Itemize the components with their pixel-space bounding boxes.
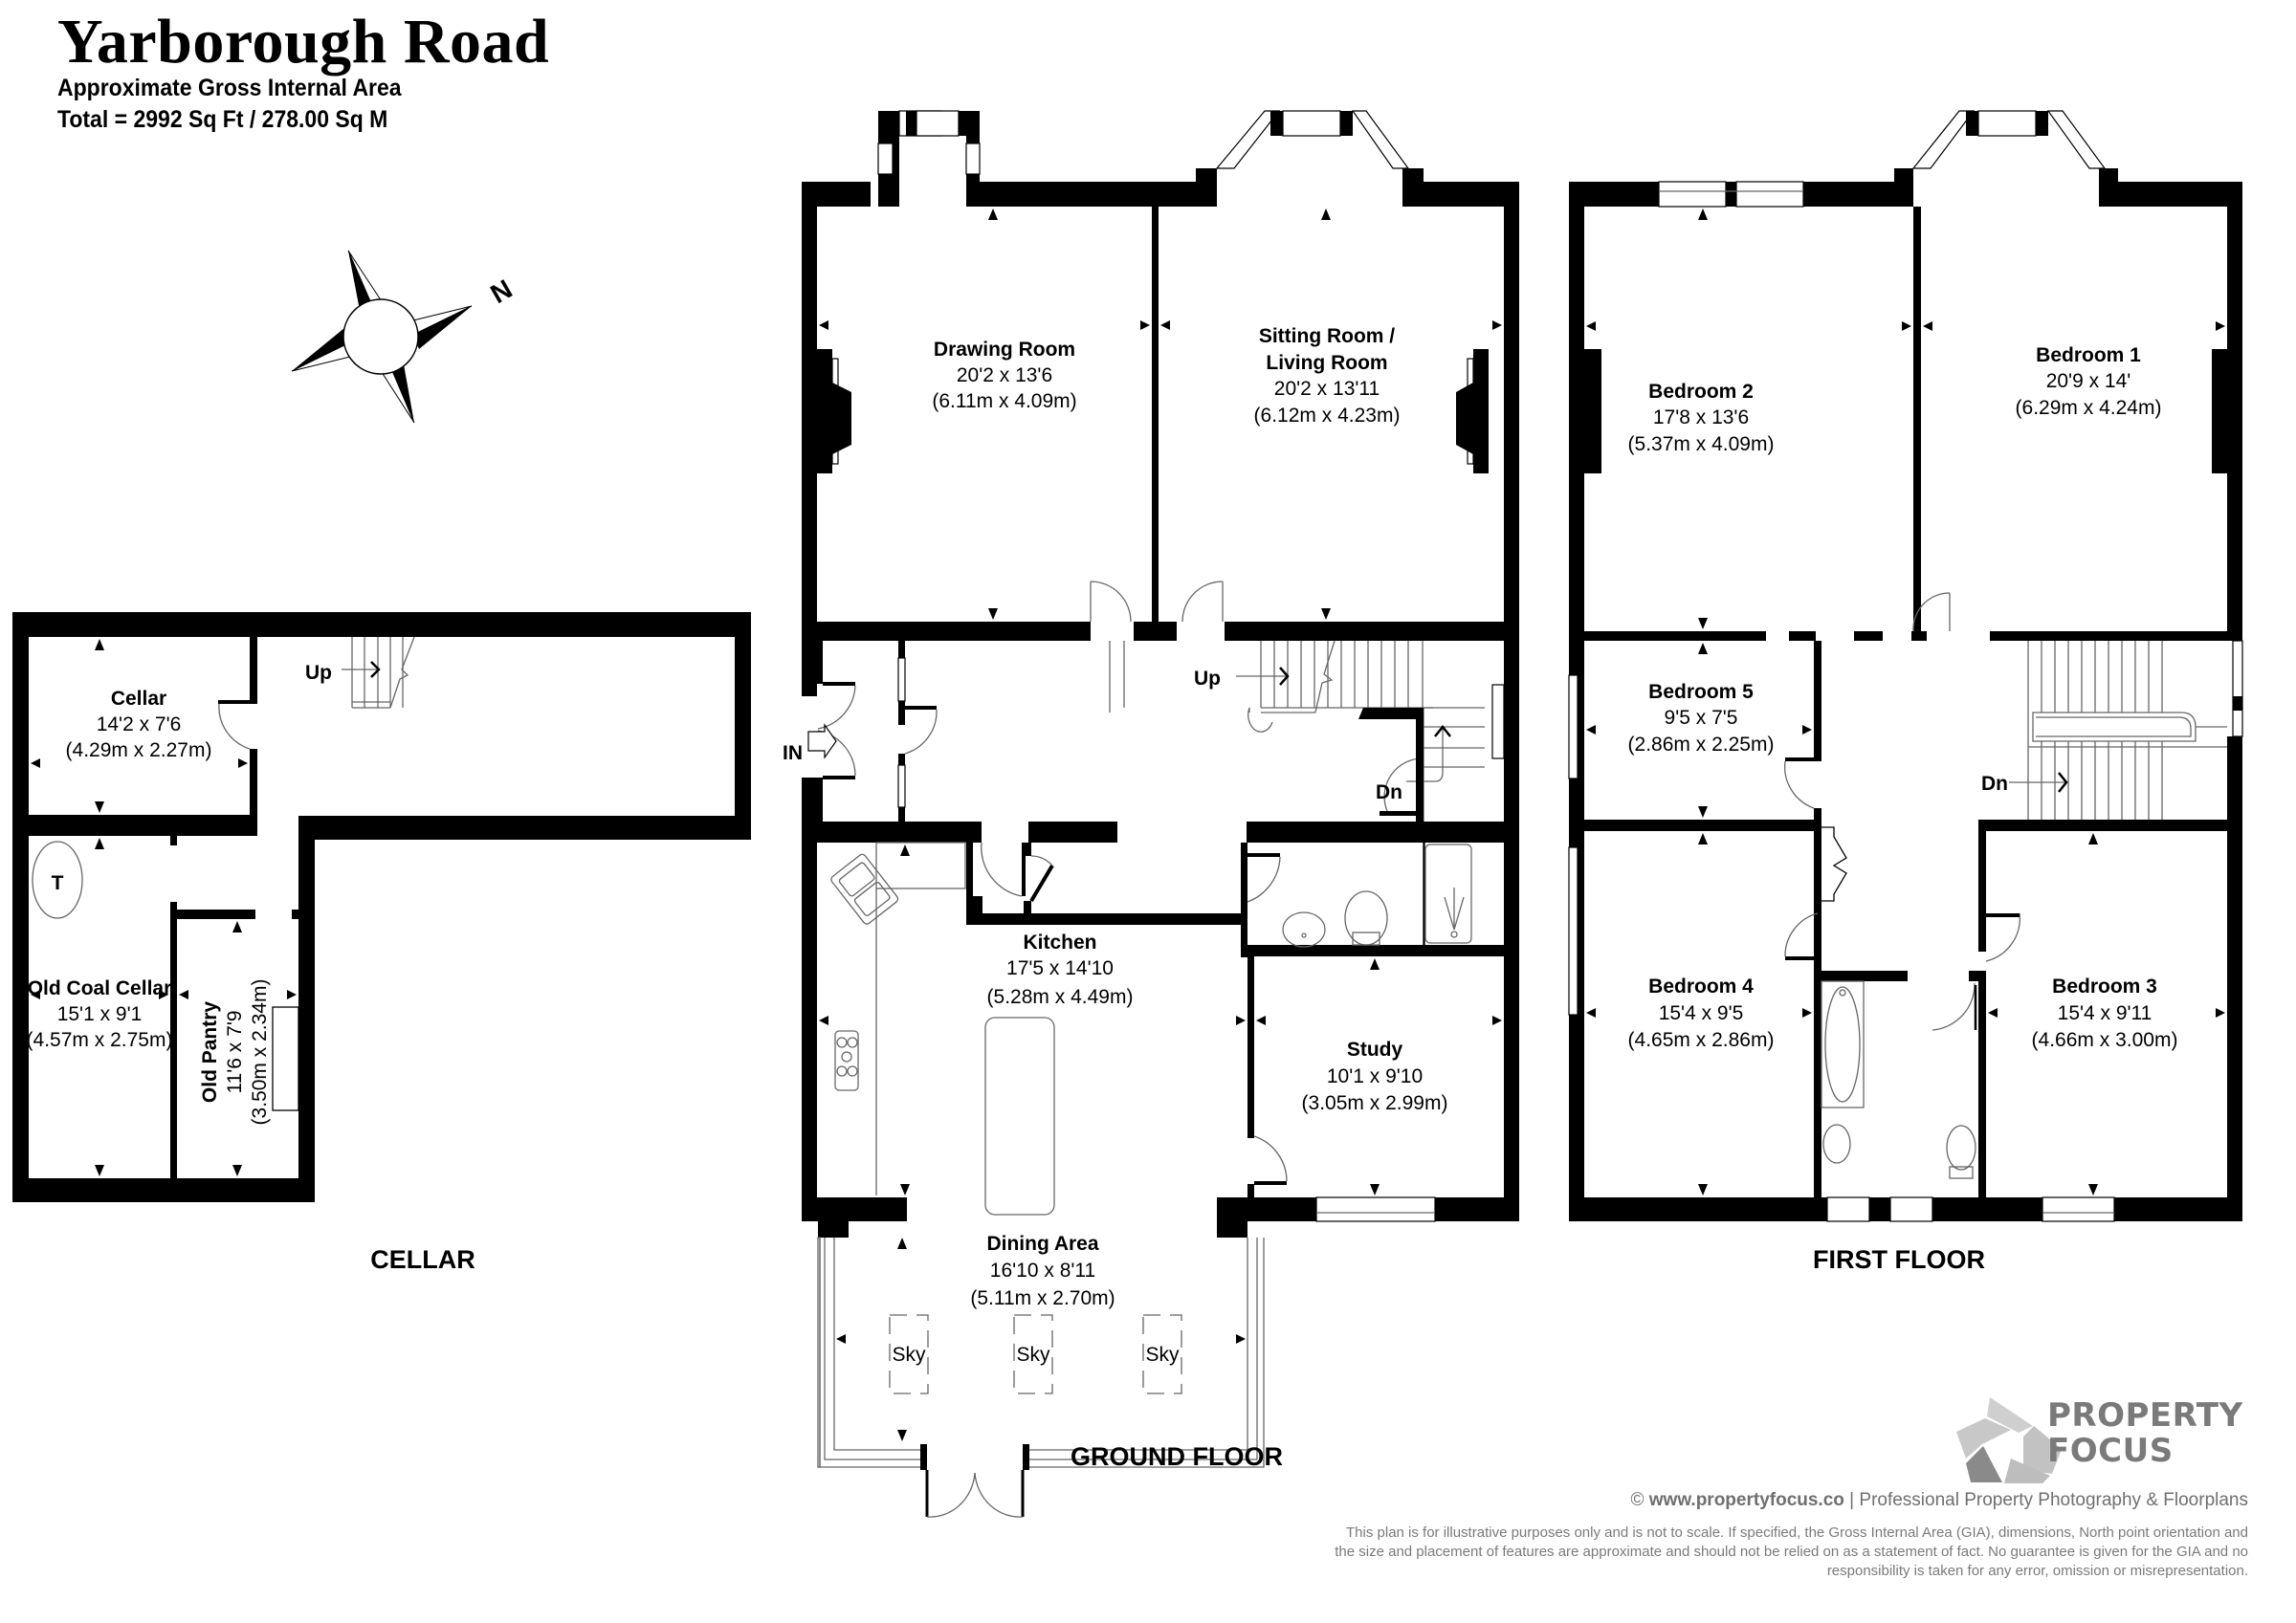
cellar-stairs[interactable]: [342, 636, 415, 709]
skylight-2-label: Sky: [1016, 1344, 1050, 1366]
page-title: Yarborough Road: [57, 7, 550, 77]
first-stairs-down-label: Dn: [1981, 773, 2008, 795]
bedroom-1-name: Bedroom 1: [2036, 344, 2141, 366]
compass-rose-icon: N: [291, 250, 518, 424]
cellar-room-imperial: 14'2 x 7'6: [97, 713, 182, 735]
kitchen-imperial: 17'5 x 14'10: [1006, 957, 1114, 979]
sitting-room-imperial: 20'2 x 13'11: [1274, 378, 1380, 400]
first-floor-stairs[interactable]: [2009, 641, 2227, 820]
study-name: Study: [1347, 1039, 1403, 1061]
credit-line: © www.propertyfocus.co | Professional Pr…: [1631, 1490, 2249, 1511]
logo-line-1: PROPERTY: [2047, 1396, 2243, 1435]
bedroom-5-metric: (2.86m x 2.25m): [1628, 734, 1775, 756]
pantry-metric: (3.50m x 2.34m): [249, 979, 271, 1126]
bedroom-3-metric: (4.66m x 3.00m): [2032, 1029, 2178, 1051]
kitchen-island: [984, 1017, 1055, 1216]
sitting-room-name-2: Living Room: [1266, 352, 1387, 374]
website-link[interactable]: www.propertyfocus.co: [1648, 1490, 1844, 1510]
bedroom-2-imperial: 17'8 x 13'6: [1653, 406, 1749, 428]
sitting-room-metric: (6.12m x 4.23m): [1254, 405, 1401, 427]
skylight-1-label: Sky: [892, 1344, 926, 1366]
bedroom-1-imperial: 20'9 x 14': [2046, 370, 2131, 392]
bedroom-3-imperial: 15'4 x 9'11: [2058, 1002, 2152, 1024]
drawing-room-metric: (6.11m x 4.09m): [932, 390, 1076, 412]
bedroom-3-name: Bedroom 3: [2052, 976, 2157, 998]
copyright-symbol: ©: [1630, 1490, 1645, 1510]
bedroom-5-imperial: 9'5 x 7'5: [1665, 707, 1738, 729]
total-area: Total = 2992 Sq Ft / 278.00 Sq M: [57, 106, 388, 133]
north-label: N: [486, 274, 518, 309]
logo-line-2: FOCUS: [2047, 1432, 2174, 1470]
area-subtitle: Approximate Gross Internal Area: [57, 75, 402, 101]
bedroom-4-metric: (4.65m x 2.86m): [1628, 1029, 1775, 1051]
cellar-floor: T Up Cellar 14'2 x 7'6 (4.29m x 2.27m: [12, 612, 751, 1274]
pantry-name: Old Pantry: [199, 1001, 221, 1104]
ground-stairs-down-label: Dn: [1376, 781, 1402, 803]
cellar-stairs-up-label: Up: [305, 662, 332, 684]
cellar-room-metric: (4.29m x 2.27m): [66, 739, 212, 761]
coal-cellar-name: Old Coal Cellar: [28, 977, 172, 999]
drawing-room-imperial: 20'2 x 13'6: [957, 364, 1052, 386]
dining-area-imperial: 16'10 x 8'11: [990, 1260, 1095, 1282]
ground-stairs-up-label: Up: [1194, 668, 1221, 690]
kitchen-sink-icon: [830, 853, 899, 925]
sitting-room-name-1: Sitting Room /: [1259, 325, 1395, 347]
bedroom-1-metric: (6.29m x 4.24m): [2016, 397, 2162, 419]
kitchen-metric: (5.28m x 4.49m): [987, 986, 1134, 1008]
study-imperial: 10'1 x 9'10: [1327, 1065, 1423, 1087]
study-metric: (3.05m x 2.99m): [1302, 1092, 1448, 1114]
entrance-arrow-icon: [807, 723, 837, 759]
drawing-room-name: Drawing Room: [934, 339, 1075, 361]
first-floor-label: FIRST FLOOR: [1813, 1245, 1985, 1274]
property-focus-logo-icon: [1956, 1397, 2062, 1483]
dining-area-metric: (5.11m x 2.70m): [970, 1287, 1115, 1309]
first-floor: Dn Bedroom 2 17'8 x 13'6 (5.37m x 4.09m)…: [1568, 110, 2243, 1274]
pantry-imperial: 11'6 x 7'9: [224, 1010, 246, 1093]
hob-icon: [834, 1030, 859, 1091]
entrance-label: IN: [783, 742, 803, 764]
tagline: Professional Property Photography & Floo…: [1859, 1490, 2248, 1510]
ground-stairs[interactable]: [1109, 640, 1485, 822]
ground-floor-label: GROUND FLOOR: [1071, 1442, 1283, 1471]
bedroom-2-name: Bedroom 2: [1648, 381, 1754, 403]
ground-floor: IN: [783, 110, 1519, 1518]
skylight-3-label: Sky: [1145, 1344, 1180, 1366]
dining-area-name: Dining Area: [986, 1233, 1098, 1255]
bedroom-4-name: Bedroom 4: [1648, 976, 1754, 998]
coal-cellar-metric: (4.57m x 2.75m): [27, 1029, 173, 1051]
kitchen-name: Kitchen: [1023, 932, 1096, 954]
cellar-floor-label: CELLAR: [370, 1245, 475, 1274]
tank-label: T: [52, 872, 64, 894]
separator: |: [1849, 1490, 1855, 1510]
bedroom-4-imperial: 15'4 x 9'5: [1659, 1002, 1744, 1024]
logo-wordmark: PROPERTY FOCUS: [2047, 1398, 2243, 1469]
coal-cellar-imperial: 15'1 x 9'1: [57, 1003, 143, 1025]
cellar-room-name: Cellar: [111, 688, 166, 710]
bedroom-2-metric: (5.37m x 4.09m): [1628, 433, 1775, 455]
disclaimer-text: This plan is for illustrative purposes o…: [1335, 1524, 2248, 1579]
bedroom-5-name: Bedroom 5: [1648, 681, 1754, 703]
